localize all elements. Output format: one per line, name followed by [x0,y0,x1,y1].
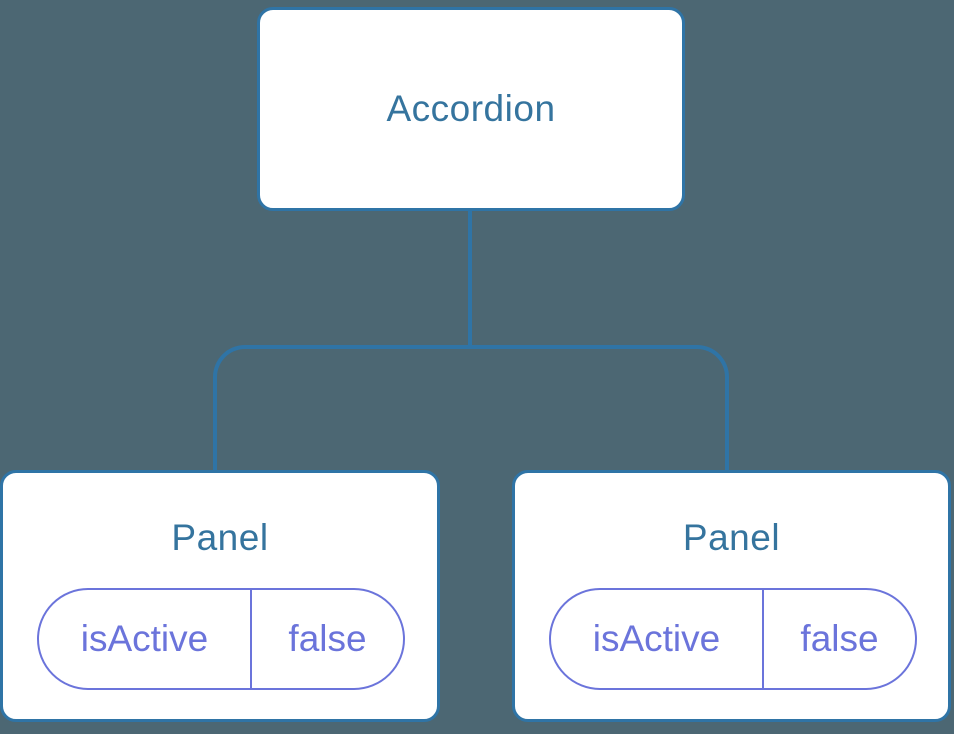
root-node-accordion: Accordion [257,7,685,211]
state-name: isActive [39,590,252,688]
connector-stem [468,209,472,349]
root-node-label: Accordion [386,88,556,129]
child-node-panel-right: Panel isActive false [512,470,951,722]
child-node-panel-left: Panel isActive false [0,470,440,722]
state-value: false [288,618,367,659]
child-node-label: Panel [171,517,269,558]
state-name: isActive [551,590,764,688]
connector-branch [213,345,729,472]
state-pill: isActive false [37,588,405,690]
state-value: false [800,618,879,659]
child-node-label: Panel [682,517,781,558]
state-pill: isActive false [549,588,917,690]
